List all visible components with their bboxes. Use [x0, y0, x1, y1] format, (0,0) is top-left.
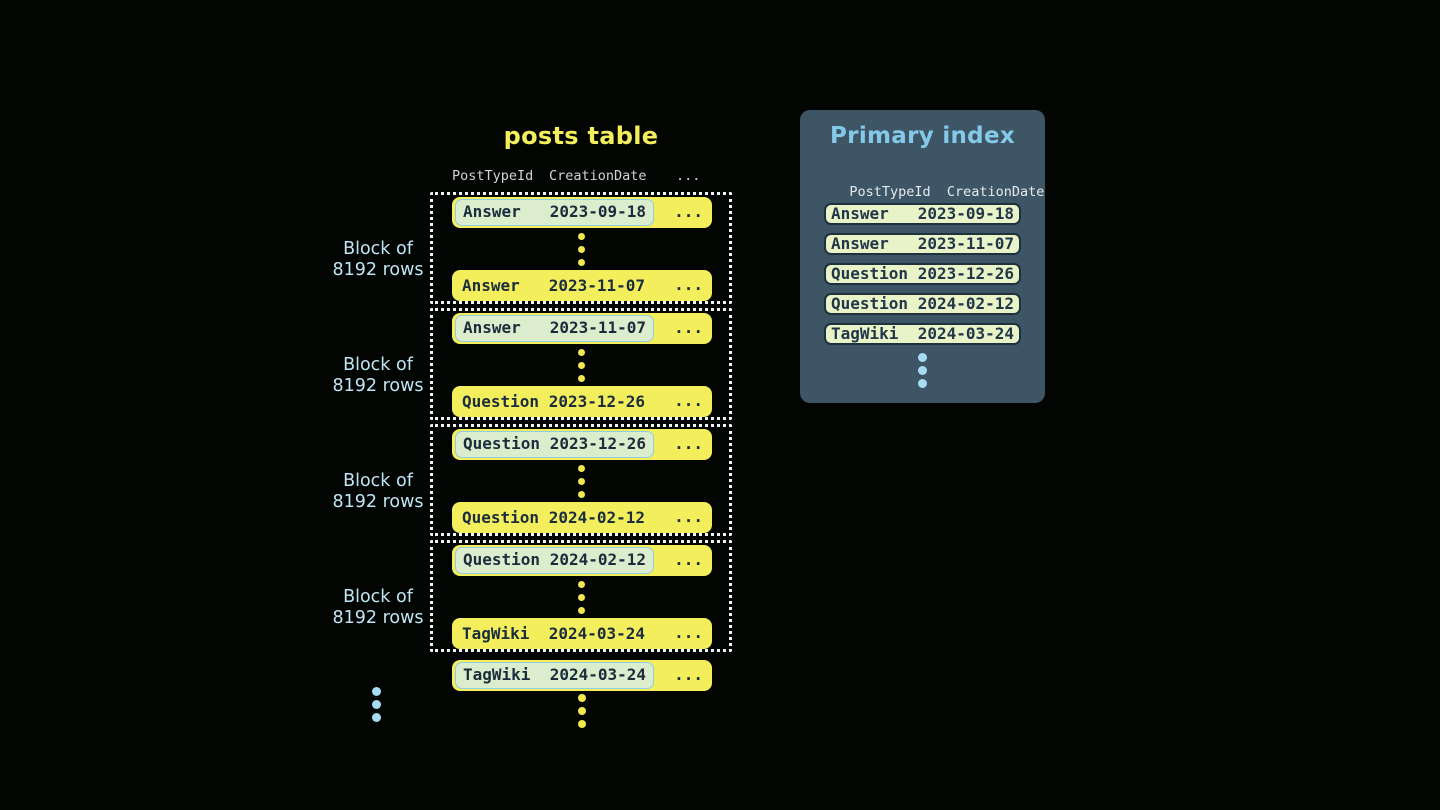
posts-table-title: posts table — [503, 122, 659, 150]
creationdate-value: 2023-12-26 — [548, 392, 646, 411]
more-blocks-dots — [306, 687, 446, 722]
creationdate-value: 2023-09-18 — [549, 202, 647, 221]
table-row: Answer 2023-11-07 ... — [452, 270, 712, 301]
row-more-ellipsis: ... — [674, 550, 703, 569]
posttypeid-value: Answer — [462, 276, 520, 295]
rows-omitted-dots — [433, 581, 729, 614]
posttypeid-value: Answer — [831, 204, 889, 223]
block-label-line1: Block of — [343, 355, 413, 375]
block-label-3: Block of 8192 rows — [306, 471, 450, 513]
rows-omitted-dots — [433, 349, 729, 382]
posts-column-posttypeid: PostTypeId — [452, 168, 534, 184]
block-label-1: Block of 8192 rows — [306, 239, 450, 281]
indexed-cell-highlight: Question 2023-12-26 — [455, 431, 655, 458]
posttypeid-value: Question — [831, 264, 909, 283]
posttypeid-value: Question — [463, 434, 541, 453]
row-more-ellipsis: ... — [674, 507, 703, 526]
index-entry: TagWiki 2024-03-24 — [824, 323, 1021, 345]
posttypeid-value: Question — [462, 392, 540, 411]
row-more-ellipsis: ... — [674, 202, 703, 221]
posttypeid-value: Answer — [831, 234, 889, 253]
creationdate-value: 2024-03-24 — [548, 624, 646, 643]
row-block-1: Answer 2023-09-18 ... Answer 2023-11-07 ..… — [430, 192, 732, 304]
rows-omitted-dots — [433, 233, 729, 266]
creationdate-value: 2023-11-07 — [549, 318, 647, 337]
index-entry: Question 2024-02-12 — [824, 293, 1021, 315]
creationdate-value: 2023-12-26 — [917, 264, 1015, 283]
table-row: Question 2024-02-12 ... — [452, 545, 712, 576]
block-label-line1: Block of — [343, 239, 413, 259]
index-entry: Question 2023-12-26 — [824, 263, 1021, 285]
posttypeid-value: TagWiki — [462, 624, 530, 643]
posttypeid-value: Question — [462, 508, 540, 527]
creationdate-value: 2023-12-26 — [549, 434, 647, 453]
block-label-4: Block of 8192 rows — [306, 587, 450, 629]
creationdate-value: 2024-02-12 — [548, 508, 646, 527]
row-block-2: Answer 2023-11-07 ... Question 2023-12-26 … — [430, 308, 732, 420]
posttypeid-value: TagWiki — [463, 665, 531, 684]
row-cells: Question 2024-02-12 — [462, 502, 645, 533]
row-more-ellipsis: ... — [674, 275, 703, 294]
table-row: Answer 2023-09-18 ... — [452, 197, 712, 228]
posttypeid-value: Answer — [463, 318, 521, 337]
table-row: Question 2024-02-12 ... — [452, 502, 712, 533]
more-index-entries-dots — [800, 353, 1045, 388]
primary-index-title: Primary index — [830, 123, 1015, 149]
posttypeid-value: TagWiki — [831, 324, 899, 343]
index-column-posttypeid: PostTypeId — [849, 184, 931, 200]
index-entry: Answer 2023-09-18 — [824, 203, 1021, 225]
posttypeid-value: Question — [463, 550, 541, 569]
table-row: Question 2023-12-26 ... — [452, 429, 712, 460]
row-more-ellipsis: ... — [674, 318, 703, 337]
index-column-creationdate: CreationDate — [946, 184, 1045, 200]
block-label-line2: 8192 rows — [332, 260, 424, 280]
creationdate-value: 2023-11-07 — [917, 234, 1015, 253]
index-entry: Answer 2023-11-07 — [824, 233, 1021, 255]
block-label-2: Block of 8192 rows — [306, 355, 450, 397]
creationdate-value: 2023-09-18 — [917, 204, 1015, 223]
block-label-line2: 8192 rows — [332, 492, 424, 512]
block-label-line1: Block of — [343, 471, 413, 491]
primary-index-columns: PostTypeId CreationDate — [800, 168, 1045, 216]
indexed-cell-highlight: Answer 2023-11-07 — [455, 315, 655, 342]
creationdate-value: 2024-03-24 — [549, 665, 647, 684]
posttypeid-value: Question — [831, 294, 909, 313]
creationdate-value: 2024-02-12 — [549, 550, 647, 569]
posts-column-more-ellipsis: ... — [676, 168, 701, 184]
table-row: TagWiki 2024-03-24 ... — [452, 618, 712, 649]
block-label-line1: Block of — [343, 587, 413, 607]
creationdate-value: 2023-11-07 — [548, 276, 646, 295]
block-label-line2: 8192 rows — [332, 608, 424, 628]
indexed-cell-highlight: Answer 2023-09-18 — [455, 199, 655, 226]
row-more-ellipsis: ... — [674, 434, 703, 453]
table-row: Question 2023-12-26 ... — [452, 386, 712, 417]
creationdate-value: 2024-02-12 — [917, 294, 1015, 313]
more-rows-dots — [452, 694, 712, 728]
row-cells: Answer 2023-11-07 — [462, 270, 645, 301]
rows-omitted-dots — [433, 465, 729, 498]
overflow-table-row: TagWiki 2024-03-24 ... — [452, 660, 712, 691]
row-more-ellipsis: ... — [674, 665, 703, 684]
block-label-line2: 8192 rows — [332, 376, 424, 396]
row-more-ellipsis: ... — [674, 391, 703, 410]
posts-column-creationdate: CreationDate — [549, 168, 647, 184]
creationdate-value: 2024-03-24 — [917, 324, 1015, 343]
table-row: Answer 2023-11-07 ... — [452, 313, 712, 344]
row-block-3: Question 2023-12-26 ... Question 2024-02-1… — [430, 424, 732, 536]
row-cells: TagWiki 2024-03-24 — [462, 618, 645, 649]
primary-index-panel: Primary index PostTypeId CreationDate Ans… — [800, 110, 1045, 403]
row-block-4: Question 2024-02-12 ... TagWiki 2024-03-24… — [430, 540, 732, 652]
indexed-cell-highlight: TagWiki 2024-03-24 — [455, 662, 655, 689]
row-cells: Question 2023-12-26 — [462, 386, 645, 417]
row-more-ellipsis: ... — [674, 623, 703, 642]
indexed-cell-highlight: Question 2024-02-12 — [455, 547, 655, 574]
posttypeid-value: Answer — [463, 202, 521, 221]
